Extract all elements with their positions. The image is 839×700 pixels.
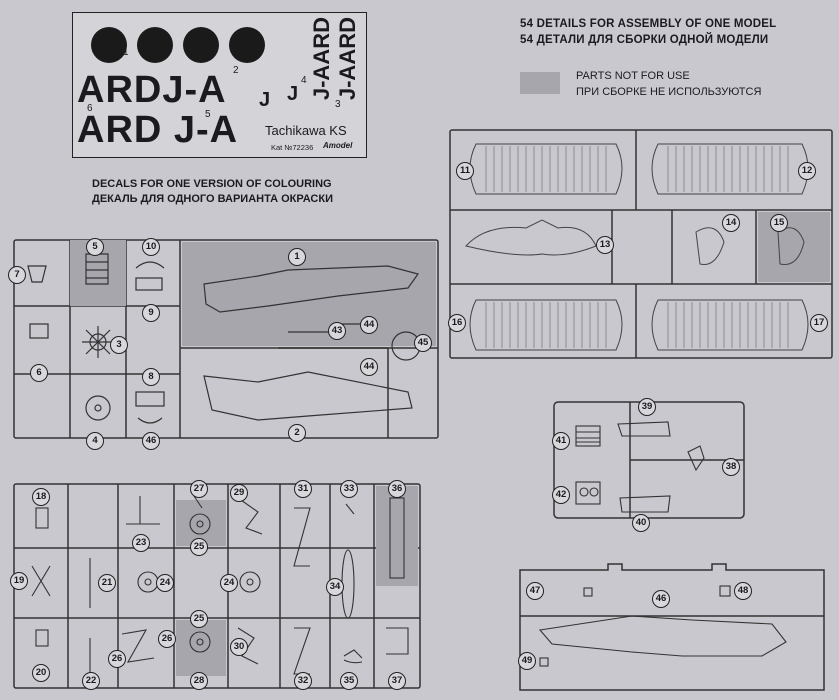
part-label-28: 28: [190, 672, 208, 690]
part-label-30: 30: [230, 638, 248, 656]
decal-caption-en: DECALS FOR ONE VERSION OF COLOURING: [92, 178, 332, 190]
decal-j-letter: J: [259, 89, 271, 111]
part-label-6: 6: [30, 364, 48, 382]
part-label-39: 39: [638, 398, 656, 416]
catalog-number: Kat №72236: [271, 143, 314, 152]
part-label-4: 4: [86, 432, 104, 450]
sprue-e: 47 46 48 49: [512, 560, 832, 696]
decal-number: 1: [123, 47, 129, 58]
part-label-12: 12: [798, 162, 816, 180]
header-ru: 54 ДЕТАЛИ ДЛЯ СБОРКИ ОДНОЙ МОДЕЛИ: [520, 34, 769, 46]
part-label-43: 43: [328, 322, 346, 340]
part-label-41: 41: [552, 432, 570, 450]
part-label-38: 38: [722, 458, 740, 476]
header-en: 54 DETAILS FOR ASSEMBLY OF ONE MODEL: [520, 18, 777, 30]
part-label-19: 19: [10, 572, 28, 590]
part-label-35: 35: [340, 672, 358, 690]
part-label-42: 42: [552, 486, 570, 504]
part-label-14: 14: [722, 214, 740, 232]
decal-number: 6: [87, 103, 93, 114]
part-label-26b: 26: [158, 630, 176, 648]
part-label-37: 37: [388, 672, 406, 690]
roundel-decal-1: [91, 27, 127, 63]
model-name: Tachikawa KS: [265, 123, 347, 138]
part-label-48: 48: [734, 582, 752, 600]
part-label-25b: 25: [190, 610, 208, 628]
part-label-10: 10: [142, 238, 160, 256]
sprue-b: 11 12 13 14 15 16 17: [446, 124, 836, 364]
decal-number: 5: [205, 109, 211, 120]
sprue-d: 18 19 20 21 22 23 24 24 25 25 26 26 27 2…: [10, 478, 422, 694]
part-label-2: 2: [288, 424, 306, 442]
part-label-49: 49: [518, 652, 536, 670]
sprue-a: 7 5 10 9 1 3 6 8 4 46 2 43 44 44 45: [8, 232, 439, 462]
part-label-7: 7: [8, 266, 26, 284]
part-label-31: 31: [294, 480, 312, 498]
part-label-44b: 44: [360, 358, 378, 376]
decal-caption-ru: ДЕКАЛЬ ДЛЯ ОДНОГО ВАРИАНТА ОКРАСКИ: [92, 193, 333, 205]
part-label-23: 23: [132, 534, 150, 552]
part-label-22: 22: [82, 672, 100, 690]
part-label-13: 13: [596, 236, 614, 254]
part-label-46: 46: [142, 432, 160, 450]
sprue-c: 39 41 38 42 40: [548, 396, 748, 532]
decal-registration-1: ARDJ-A: [77, 69, 227, 111]
part-label-33: 33: [340, 480, 358, 498]
part-label-47: 47: [526, 582, 544, 600]
part-label-36: 36: [388, 480, 406, 498]
decal-j-letter: J: [287, 83, 299, 105]
part-label-9: 9: [142, 304, 160, 322]
part-label-8: 8: [142, 368, 160, 386]
decal-number: 3: [335, 99, 341, 110]
part-label-24: 24: [156, 574, 174, 592]
part-label-18: 18: [32, 488, 50, 506]
roundel-decal-2: [137, 27, 173, 63]
part-label-5: 5: [86, 238, 104, 256]
part-label-32: 32: [294, 672, 312, 690]
part-label-20: 20: [32, 664, 50, 682]
part-label-29: 29: [230, 484, 248, 502]
part-label-15: 15: [770, 214, 788, 232]
part-label-1: 1: [288, 248, 306, 266]
decal-vertical-registration-2: J-AARD: [335, 17, 360, 101]
legend-en: PARTS NOT FOR USE: [576, 70, 690, 82]
part-label-17: 17: [810, 314, 828, 332]
part-label-40: 40: [632, 514, 650, 532]
legend-swatch: [520, 72, 560, 94]
decal-number: 4: [301, 75, 307, 86]
decal-number: 2: [233, 65, 239, 76]
part-label-45: 45: [414, 334, 432, 352]
part-label-46b: 46: [652, 590, 670, 608]
roundel-decal-3: [183, 27, 219, 63]
part-label-44: 44: [360, 316, 378, 334]
part-label-24b: 24: [220, 574, 238, 592]
roundel-decal-4: [229, 27, 265, 63]
part-label-16: 16: [448, 314, 466, 332]
brand-logo: Amodel: [323, 141, 353, 150]
decal-vertical-registration-1: J-AARD: [309, 17, 334, 101]
decal-sheet: 1 2 ARDJ-A ARD J-A 6 5 J J 4 3 J-AARD J-…: [72, 12, 367, 158]
part-label-3: 3: [110, 336, 128, 354]
part-label-11: 11: [456, 162, 474, 180]
decal-registration-2: ARD J-A: [77, 109, 239, 151]
part-label-26: 26: [108, 650, 126, 668]
part-label-34: 34: [326, 578, 344, 596]
part-label-25: 25: [190, 538, 208, 556]
part-label-27: 27: [190, 480, 208, 498]
part-label-21: 21: [98, 574, 116, 592]
legend-ru: ПРИ СБОРКЕ НЕ ИСПОЛЬЗУЮТСЯ: [576, 86, 762, 98]
